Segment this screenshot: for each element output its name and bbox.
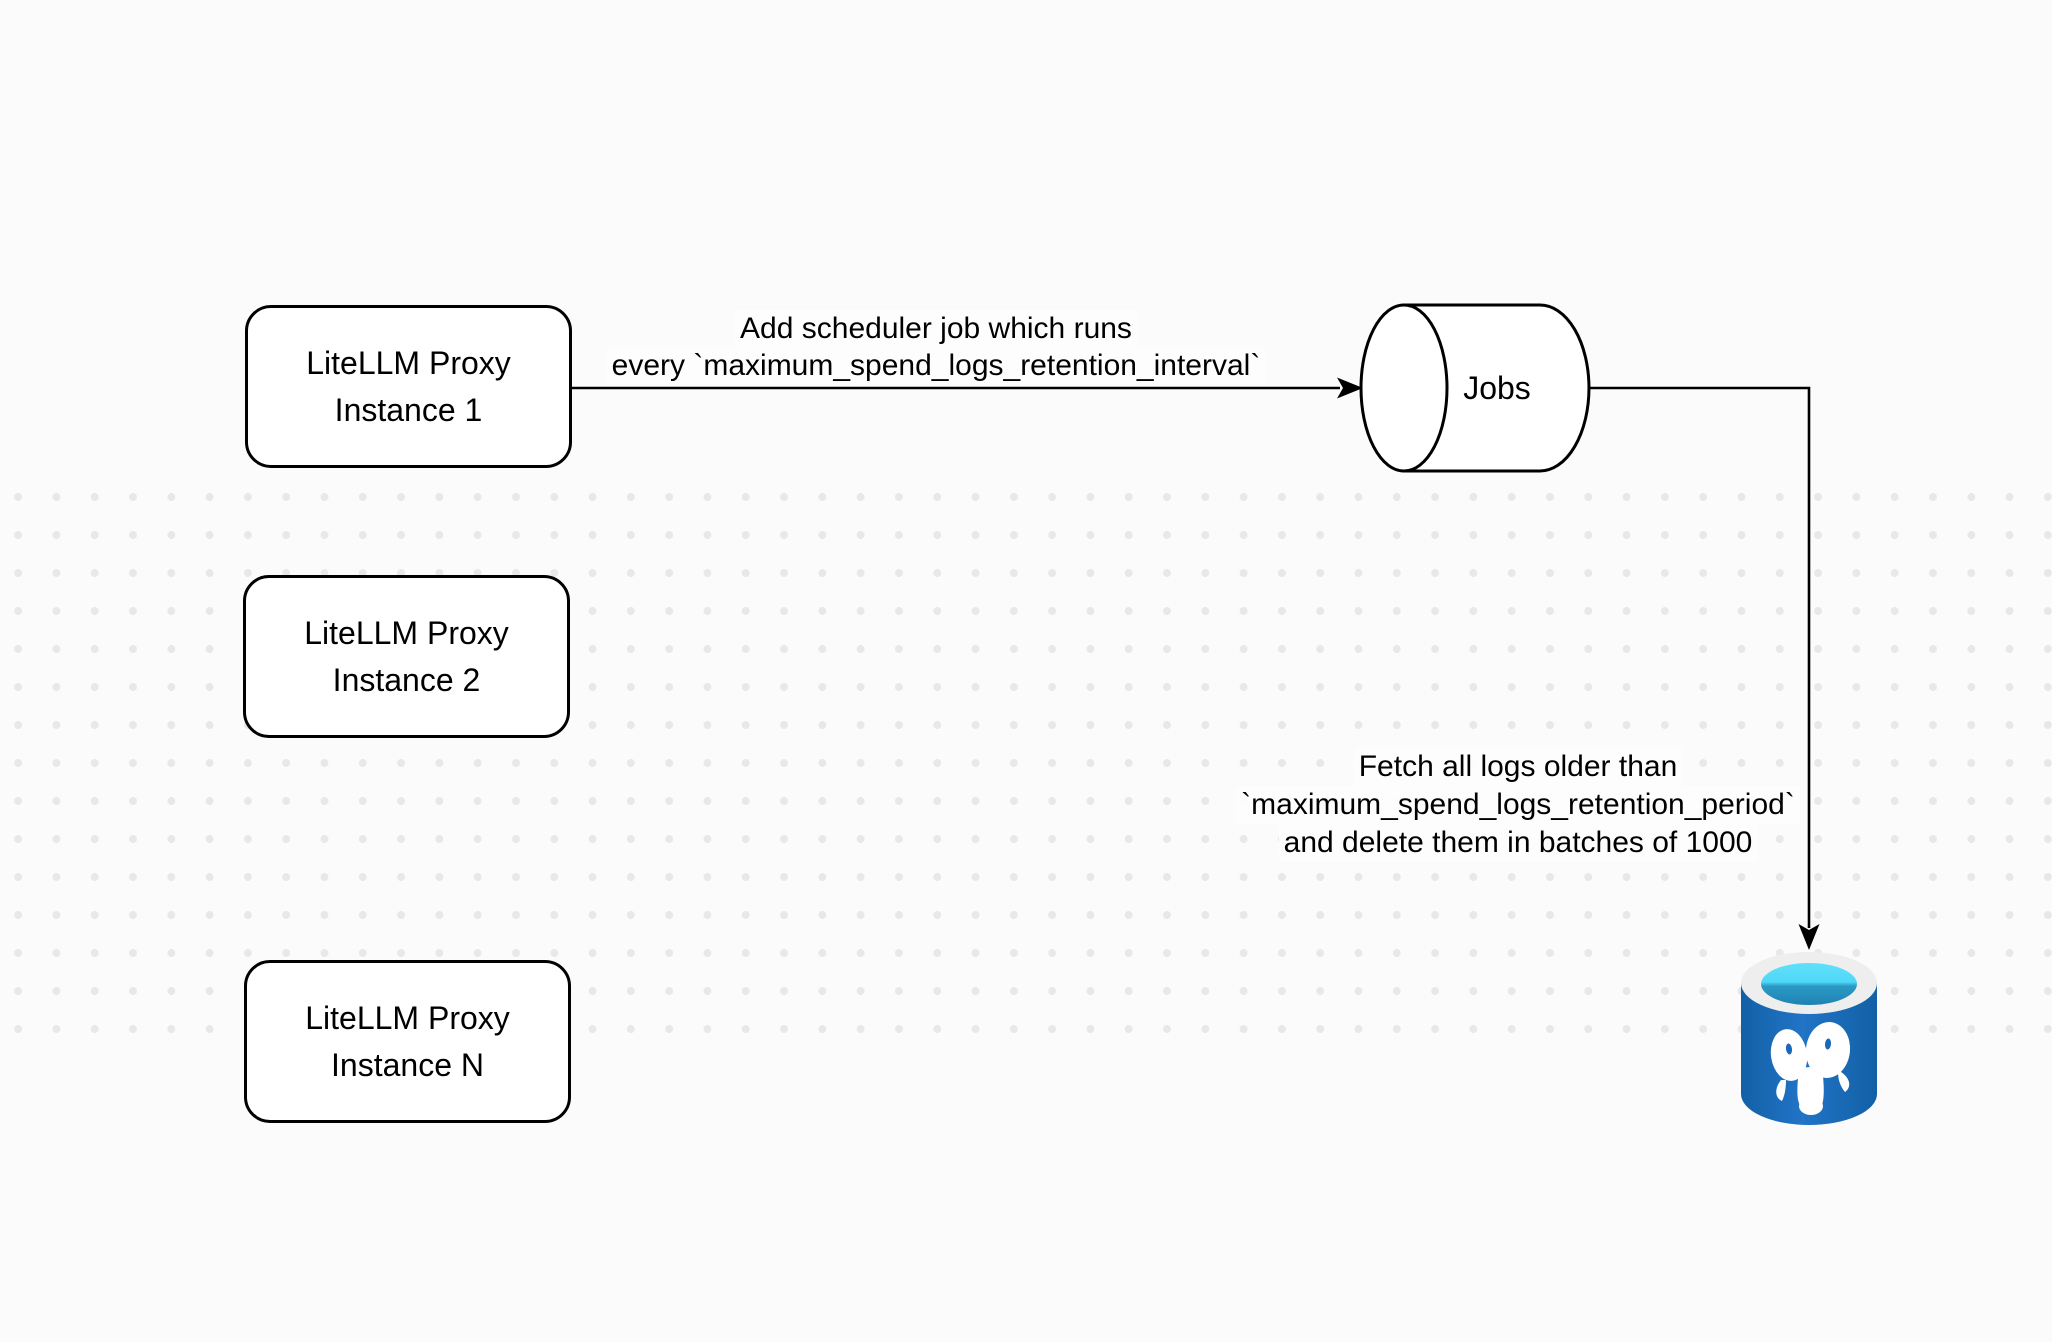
edge-scheduler-arrow xyxy=(572,377,1363,399)
node-litellm-proxy-instance-2: LiteLLM Proxy Instance 2 xyxy=(243,575,570,738)
node-label-line1: LiteLLM Proxy xyxy=(304,614,509,651)
node-label-line2: Instance 1 xyxy=(334,391,483,428)
node-label-line2: Instance N xyxy=(331,1046,484,1083)
edge-label-line: every `maximum_spend_logs_retention_inte… xyxy=(606,347,1266,384)
node-litellm-proxy-instance-n: LiteLLM Proxy Instance N xyxy=(244,960,571,1123)
node-label-line1: LiteLLM Proxy xyxy=(305,999,510,1036)
postgresql-database-icon xyxy=(1741,952,1877,1125)
edge-label-line: and delete them in batches of 1000 xyxy=(1278,824,1758,862)
jobs-label: Jobs xyxy=(1463,370,1531,406)
node-label-line2: Instance 2 xyxy=(332,661,481,698)
edge-fetch-arrow xyxy=(1588,386,1820,950)
postgres-elephant-logo xyxy=(1770,1022,1851,1115)
edge-label-line: Fetch all logs older than xyxy=(1353,748,1683,786)
edge-label-scheduler: Add scheduler job which runs every `maxi… xyxy=(586,310,1286,384)
edge-label-fetch: Fetch all logs older than `maximum_spend… xyxy=(1218,748,1818,862)
edge-label-line: `maximum_spend_logs_retention_period` xyxy=(1236,786,1800,824)
node-litellm-proxy-instance-1: LiteLLM Proxy Instance 1 xyxy=(245,305,572,468)
node-jobs-cylinder: Jobs xyxy=(1359,303,1591,473)
edge-label-line: Add scheduler job which runs xyxy=(735,310,1137,347)
grid-dots-background xyxy=(0,478,2052,1048)
node-label-line1: LiteLLM Proxy xyxy=(306,344,511,381)
